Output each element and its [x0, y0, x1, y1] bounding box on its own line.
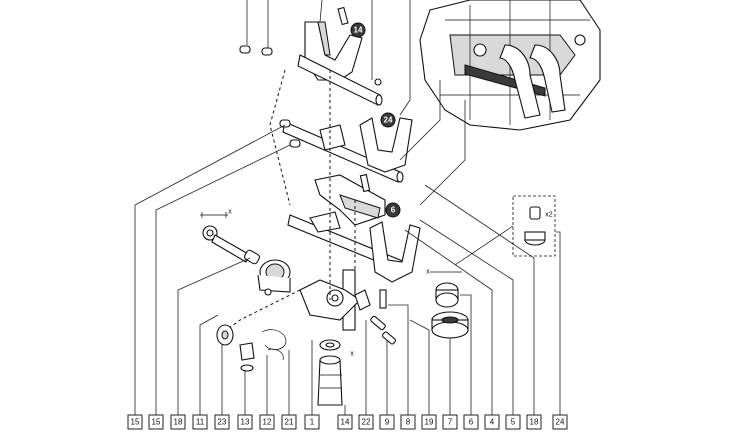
label-21: 21 [285, 418, 294, 427]
label-13: 13 [241, 418, 250, 427]
small-parts-lower [216, 324, 287, 372]
label-1: 1 [310, 418, 315, 427]
selector-shaft: x [299, 269, 371, 406]
bottom-label-row: 15 15 18 11 23 13 12 21 1 14 22 9 8 19 7… [127, 414, 568, 430]
label-15b: 15 [152, 418, 161, 427]
selector-arm: 6 [314, 173, 401, 226]
shift-fork-lower [287, 211, 421, 283]
gearbox-housing [419, 0, 601, 131]
label-9: 9 [385, 418, 390, 427]
inset-box: x2 [454, 195, 556, 266]
synchro-parts: x [426, 269, 469, 339]
callout-badge-14: 14 [354, 26, 363, 35]
linkage-rod: x [200, 209, 261, 265]
svg-text:x: x [228, 209, 232, 216]
label-22: 22 [362, 418, 371, 427]
assembly-guides [219, 69, 356, 336]
label-6: 6 [469, 418, 474, 427]
label-24: 24 [556, 418, 565, 427]
label-15a: 15 [131, 418, 140, 427]
label-14: 14 [341, 418, 350, 427]
shift-fork-middle: 24 [279, 112, 413, 183]
bearing-housing [257, 259, 291, 296]
label-11: 11 [196, 418, 205, 427]
label-18a: 18 [174, 418, 183, 427]
label-12: 12 [263, 418, 272, 427]
label-8: 8 [406, 418, 411, 427]
label-19: 19 [425, 418, 434, 427]
callout-badge-24: 24 [384, 116, 393, 125]
detent-pins-top [239, 45, 273, 56]
leader-lines [134, 0, 561, 415]
label-18b: 18 [530, 418, 539, 427]
callout-badge-6: 6 [391, 206, 396, 215]
svg-text:x: x [426, 269, 430, 276]
inset-quantity-label: x2 [545, 212, 553, 219]
label-7: 7 [448, 418, 453, 427]
label-4: 4 [490, 418, 495, 427]
label-5: 5 [511, 418, 516, 427]
spring-pins [370, 289, 397, 345]
dimension-label-x: x [350, 351, 354, 358]
label-23: 23 [218, 418, 227, 427]
shift-fork-top: 14 [297, 6, 383, 106]
